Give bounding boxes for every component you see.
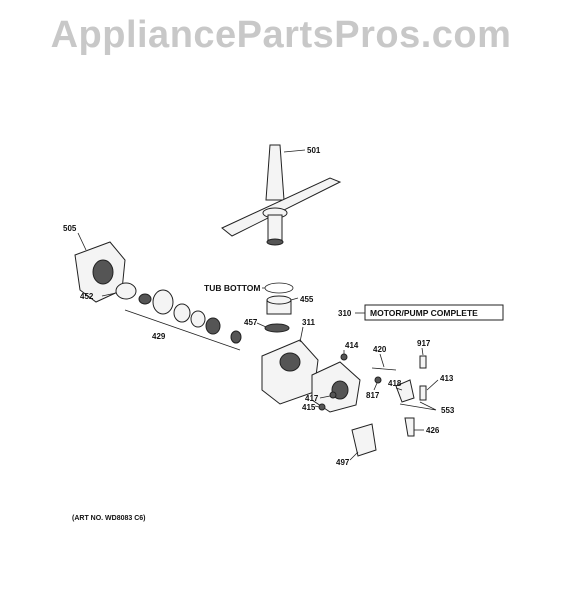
part-817[interactable] [374, 376, 382, 384]
label-817: 817 [366, 391, 380, 400]
leader-418 [395, 387, 403, 391]
part-418[interactable] [395, 379, 415, 403]
label-497: 497 [336, 458, 350, 467]
leader-553 [399, 401, 437, 411]
label-415: 415 [302, 403, 316, 412]
part-505[interactable] [74, 241, 126, 303]
label-505: 505 [63, 224, 77, 233]
label-457: 457 [244, 318, 258, 327]
leader-413 [426, 379, 439, 391]
label-429: 429 [152, 332, 166, 341]
spray-arm-501[interactable] [221, 144, 342, 246]
label-455: 455 [300, 295, 314, 304]
part-497[interactable] [351, 423, 377, 457]
label-417: 417 [305, 394, 319, 403]
label-452: 452 [80, 292, 94, 301]
label-413: 413 [440, 374, 454, 383]
leader-501 [283, 149, 306, 153]
leader-420 [379, 353, 385, 368]
part-917[interactable] [419, 355, 427, 369]
label-311: 311 [302, 318, 315, 327]
label-420: 420 [373, 345, 387, 354]
label-553: 553 [441, 406, 455, 415]
leader-917 [421, 347, 424, 356]
leader-455 [290, 297, 299, 301]
leader-452 [101, 292, 117, 297]
part-413[interactable] [419, 385, 427, 401]
leader-505 [77, 232, 87, 251]
leader-457 [256, 322, 267, 328]
tub-bottom-ring [264, 282, 294, 294]
label-418: 418 [388, 379, 402, 388]
leader-429 [124, 309, 241, 351]
part-417[interactable] [329, 391, 337, 399]
label-414: 414 [345, 341, 359, 350]
art-number: (ART NO. WD8083 C6) [72, 515, 146, 522]
part-420[interactable] [371, 367, 397, 371]
motor[interactable] [311, 361, 361, 413]
part-415[interactable] [318, 403, 326, 411]
leader-311 [299, 326, 304, 343]
leader-817 [373, 382, 378, 391]
part-457[interactable] [264, 323, 290, 333]
part-426[interactable] [404, 417, 415, 437]
part-452[interactable] [115, 282, 137, 300]
label-tub-bottom: TUB BOTTOM [204, 283, 261, 293]
part-455[interactable] [266, 295, 292, 315]
leader-417 [319, 395, 331, 399]
leader-497 [349, 451, 359, 461]
part-414[interactable] [340, 353, 348, 361]
motor-pump-box [364, 304, 504, 321]
part-429-group[interactable] [138, 289, 242, 344]
label-motor-pump-complete: MOTOR/PUMP COMPLETE [370, 308, 478, 318]
watermark: AppliancePartsPros.com [50, 14, 512, 56]
label-917: 917 [417, 339, 431, 348]
label-501: 501 [307, 146, 321, 155]
label-310: 310 [338, 309, 352, 318]
label-426: 426 [426, 426, 440, 435]
leader-415 [314, 405, 320, 408]
